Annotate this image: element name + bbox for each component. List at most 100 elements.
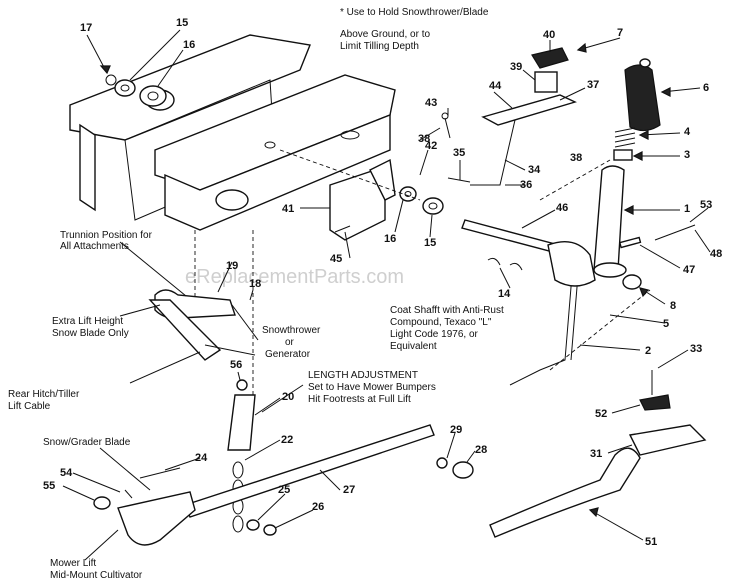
lift-lever-tube-1	[593, 165, 627, 278]
callout-45: 45	[330, 253, 342, 265]
callout-24: 24	[195, 452, 208, 464]
note-length-2: Set to Have Mower Bumpers	[308, 382, 436, 393]
bolt-24	[139, 467, 181, 479]
callout-34: 34	[528, 164, 541, 176]
callout-17: 17	[80, 22, 92, 34]
callout-25: 25	[278, 484, 290, 496]
callout-3: 3	[684, 149, 690, 161]
frame-rail-front	[154, 74, 396, 231]
latch-52	[639, 394, 671, 411]
washer-25	[246, 519, 260, 531]
note-snowthrower-1: Snowthrower	[262, 325, 321, 336]
note-coat-3: Light Code 1976, or	[390, 329, 479, 340]
bushing-3	[613, 149, 633, 161]
nut-26	[263, 524, 277, 536]
callout-47: 47	[683, 264, 695, 276]
note-mower-lift-1: Mower Lift	[50, 558, 96, 569]
callout-29: 29	[450, 424, 462, 436]
bracket-41	[329, 158, 396, 241]
note-use-hold-3: Limit Tilling Depth	[340, 41, 419, 52]
callout-37: 37	[587, 79, 599, 91]
nut-29	[436, 457, 448, 469]
callout-16-lower: 16	[384, 233, 396, 245]
callout-38-right: 38	[570, 152, 582, 164]
callout-35: 35	[453, 147, 465, 159]
bolt-43	[441, 112, 451, 139]
callout-14: 14	[498, 288, 511, 300]
callout-27: 27	[343, 484, 355, 496]
watermark: eReplacementParts.com	[185, 266, 404, 288]
snap-ring-17	[105, 74, 117, 86]
note-snowthrower-2: or	[285, 337, 295, 348]
callout-31: 31	[590, 448, 602, 460]
callout-8: 8	[670, 300, 676, 312]
button-7	[639, 58, 651, 68]
callout-51: 51	[645, 536, 657, 548]
callout-53: 53	[700, 199, 712, 211]
note-use-hold-2: Above Ground, or to	[340, 29, 430, 40]
note-extra-lift-1: Extra Lift Height	[52, 316, 123, 327]
clip-14	[487, 257, 523, 271]
bracket-31	[628, 424, 707, 456]
lower-lift-arm	[117, 491, 196, 546]
callout-28: 28	[475, 444, 487, 456]
washer-16-lower	[399, 186, 417, 202]
callout-52: 52	[595, 408, 607, 420]
washer-55	[93, 496, 111, 510]
callout-46: 46	[556, 202, 568, 214]
pawl-rod-34	[470, 119, 516, 186]
note-snow-grader: Snow/Grader Blade	[43, 437, 131, 448]
note-trunnion-1: Trunnion Position for	[60, 230, 153, 241]
washer-15-lower	[422, 197, 444, 215]
callout-7: 7	[617, 27, 623, 39]
link-35	[447, 177, 471, 183]
pin-45	[334, 225, 351, 233]
callout-33: 33	[690, 343, 702, 355]
bushing-8	[622, 274, 642, 290]
note-coat-2: Compound, Texaco "L"	[390, 317, 492, 328]
callout-38-left: 38	[418, 133, 430, 145]
callout-22: 22	[281, 434, 293, 446]
lift-shaft-27	[184, 424, 435, 518]
note-use-hold-1: * Use to Hold Snowthrower/Blade	[340, 7, 489, 18]
pawl-block-39	[534, 71, 558, 93]
note-rear-hitch-2: Lift Cable	[8, 401, 51, 412]
note-trunnion-2: All Attachments	[60, 241, 129, 252]
callout-16-upper: 16	[183, 39, 195, 51]
handle-grip-6	[624, 64, 661, 132]
knob-40	[531, 47, 569, 69]
callout-15-upper: 15	[176, 17, 188, 29]
lift-rod-51	[489, 447, 641, 538]
nut-56	[236, 379, 248, 391]
pin-47	[618, 236, 642, 249]
callout-19: 19	[226, 260, 238, 272]
callout-39: 39	[510, 61, 522, 73]
note-extra-lift-2: Snow Blade Only	[52, 328, 129, 339]
callout-42: 42	[425, 140, 437, 152]
note-coat-4: Equivalent	[390, 341, 437, 352]
washer-15-upper	[114, 79, 136, 97]
spring-4	[614, 127, 636, 148]
callout-26: 26	[312, 501, 324, 513]
lift-link-20	[227, 394, 256, 451]
bushing-16-upper	[139, 85, 167, 107]
lift-arm-left	[148, 299, 222, 361]
rod-2	[509, 274, 579, 386]
callout-55: 55	[43, 480, 55, 492]
callout-48: 48	[710, 248, 722, 260]
callout-18: 18	[249, 278, 261, 290]
note-length-3: Hit Footrests at Full Lift	[308, 394, 411, 405]
callout-2: 2	[645, 345, 651, 357]
callout-5: 5	[663, 318, 669, 330]
callout-1: 1	[684, 203, 690, 215]
callout-54: 54	[60, 467, 73, 479]
callout-44: 44	[489, 80, 502, 92]
note-rear-hitch-1: Rear Hitch/Tiller	[8, 389, 80, 400]
note-length-1: LENGTH ADJUSTMENT	[308, 370, 418, 381]
callout-40: 40	[543, 29, 555, 41]
callout-6: 6	[703, 82, 709, 94]
callout-56: 56	[230, 359, 242, 371]
callout-4: 4	[684, 126, 691, 138]
note-mower-lift-2: Mid-Mount Cultivator	[50, 570, 143, 581]
cross-shaft-46	[461, 219, 596, 287]
